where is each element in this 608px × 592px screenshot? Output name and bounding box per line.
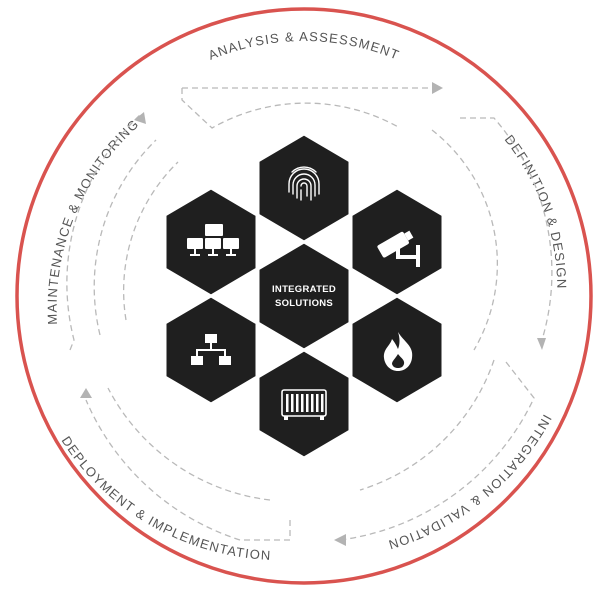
hexagon-top [256,132,352,244]
outer-ring [15,7,593,585]
arrowhead-analysis [432,82,443,94]
hexagon-bottom [256,348,352,460]
center-label-line2: SOLUTIONS [275,298,333,309]
computer-network-icon [187,224,239,256]
center-label-line1: INTEGRATED [272,284,336,295]
arrowhead-definition [537,338,546,350]
network-hierarchy-icon [191,334,231,365]
security-camera-icon [377,230,420,267]
fingerprint-icon [288,166,320,201]
arrowhead-maintenance [134,112,146,124]
phase-label-deployment: DEPLOYMENT & IMPLEMENTATION [59,433,272,562]
fire-icon [383,332,413,371]
phase-label-analysis: ANALYSIS & ASSESSMENT [206,29,402,63]
phase-label-definition: DEFINITION & DESIGN [502,132,570,290]
server-rack-icon [281,389,327,420]
arrowhead-integration [334,534,346,546]
arrowhead-deployment [80,388,92,398]
dashed-flow-lines [66,87,553,541]
hexagon-center [256,240,352,352]
